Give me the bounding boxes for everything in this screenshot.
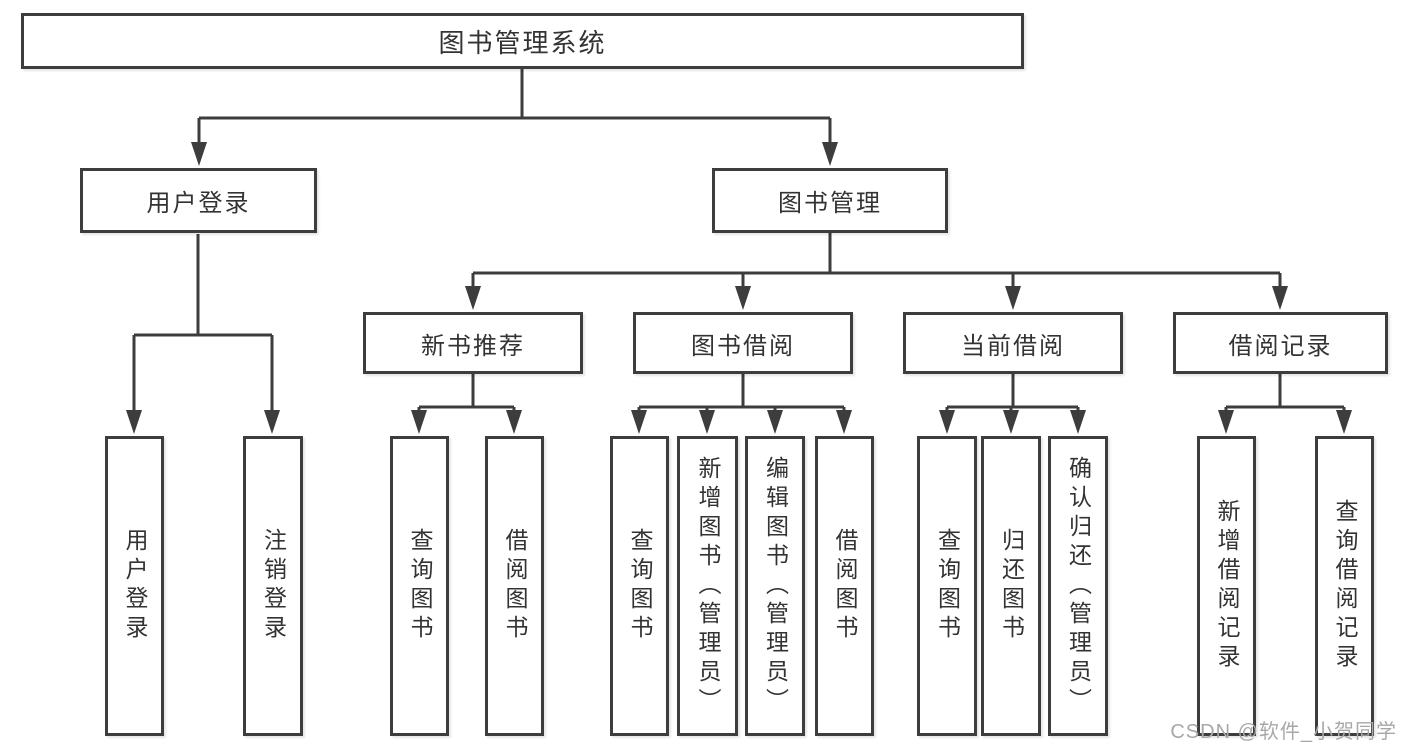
node-label: 查询借阅记录 [1332, 499, 1358, 673]
node-borrowing-records: 借阅记录 [1173, 312, 1388, 374]
leaf-query-books-borrow: 查询图书 [610, 436, 669, 736]
node-label: 查询图书 [934, 528, 961, 644]
leaf-borrow-books: 借阅图书 [815, 436, 874, 736]
node-library-management-system: 图书管理系统 [21, 13, 1024, 69]
node-label: 借阅图书 [832, 528, 858, 644]
leaf-logout: 注销登录 [243, 436, 303, 736]
leaf-add-borrow-record: 新增借阅记录 [1197, 436, 1256, 736]
node-label: 借阅图书 [502, 528, 528, 644]
node-current-borrowing: 当前借阅 [903, 312, 1123, 374]
csdn-watermark: CSDN @软件_小贺同学 [1170, 721, 1397, 743]
leaf-query-books-current: 查询图书 [917, 436, 977, 736]
leaf-query-borrow-record: 查询借阅记录 [1315, 436, 1374, 736]
node-label: 新增借阅记录 [1214, 499, 1240, 673]
node-label: 用户登录 [122, 528, 148, 644]
node-new-book-recommendation: 新书推荐 [363, 312, 583, 374]
node-label: 新增图书（管理员） [695, 455, 721, 717]
leaf-confirm-return-admin: 确认归还（管理员） [1048, 436, 1108, 736]
node-label: 编辑图书（管理员） [762, 455, 789, 717]
leaf-query-books-recommend: 查询图书 [390, 436, 449, 736]
leaf-return-books: 归还图书 [981, 436, 1041, 736]
node-user-login: 用户登录 [80, 168, 317, 233]
leaf-borrow-books-recommend: 借阅图书 [485, 436, 544, 736]
node-label: 归还图书 [998, 528, 1025, 644]
leaf-edit-books-admin: 编辑图书（管理员） [745, 436, 805, 736]
node-book-borrowing: 图书借阅 [633, 312, 853, 374]
node-label: 查询图书 [407, 528, 433, 644]
node-label: 确认归还（管理员） [1065, 455, 1092, 717]
leaf-add-books-admin: 新增图书（管理员） [677, 436, 738, 736]
node-label: 注销登录 [260, 528, 287, 644]
node-label: 查询图书 [627, 528, 653, 644]
leaf-user-login: 用户登录 [105, 436, 164, 736]
node-book-management: 图书管理 [712, 168, 948, 233]
